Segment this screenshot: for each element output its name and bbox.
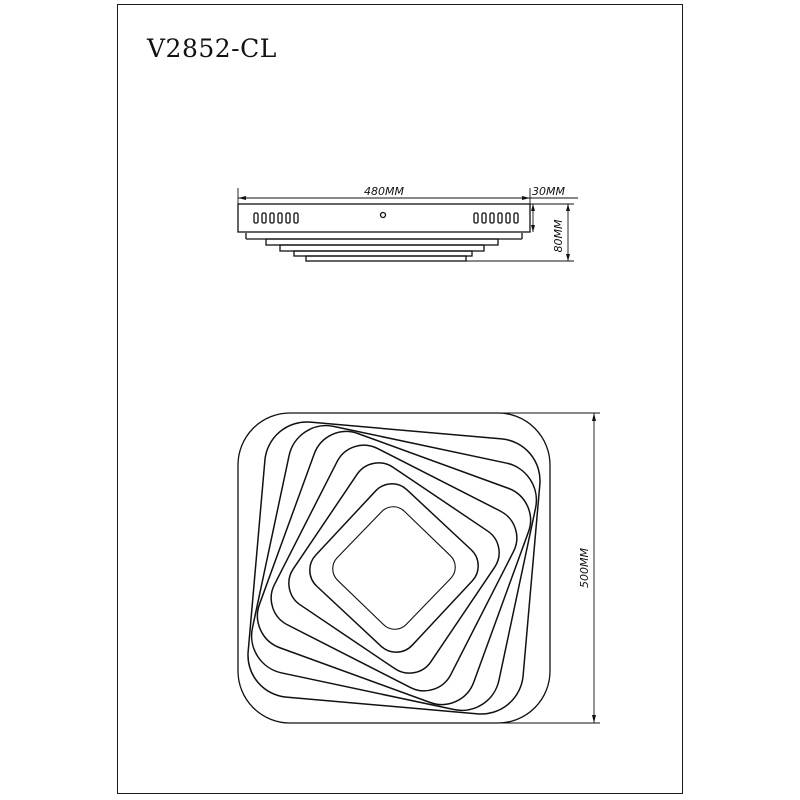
side-layer-3 — [293, 250, 473, 257]
vent-slot — [261, 212, 267, 224]
nested-square-ring — [247, 421, 541, 715]
nested-square-ring — [250, 424, 538, 712]
dim-label-width: 480MM — [364, 185, 404, 198]
top-nested-squares — [247, 421, 541, 715]
dim-label-height: 80MM — [552, 219, 565, 252]
nested-square-ring — [288, 462, 500, 674]
vent-slot — [473, 212, 479, 224]
vent-slot — [269, 212, 275, 224]
side-layer-2 — [279, 244, 485, 252]
model-title: V2852-CL — [147, 34, 277, 63]
dim-label-size: 500MM — [578, 548, 591, 588]
vent-slot — [481, 212, 487, 224]
side-vents-left — [253, 212, 299, 224]
nested-square-ring — [332, 506, 456, 630]
dim-arrow — [566, 254, 570, 261]
vent-slot — [497, 212, 503, 224]
side-vents-right — [473, 212, 519, 224]
dim-arrow — [531, 225, 535, 232]
dim-arrow — [592, 715, 596, 723]
side-layer-4 — [305, 255, 467, 262]
dim-arrow — [522, 196, 530, 200]
top-outer-frame — [237, 412, 551, 724]
dim-arrow — [531, 204, 535, 211]
dim-arrow — [238, 196, 246, 200]
side-mount-hole — [379, 211, 387, 219]
nested-square-ring — [256, 430, 532, 706]
vent-slot — [505, 212, 511, 224]
nested-square-ring — [309, 483, 479, 653]
nested-square-ring — [270, 444, 518, 692]
dim-arrow — [592, 413, 596, 421]
side-layer-1 — [265, 238, 499, 246]
side-view — [237, 188, 578, 262]
vent-slot — [277, 212, 283, 224]
drawing-frame — [117, 4, 683, 794]
vent-slot — [513, 212, 519, 224]
dim-label-top: 30MM — [532, 185, 565, 198]
vent-slot — [253, 212, 259, 224]
vent-slot — [293, 212, 299, 224]
top-view — [237, 412, 600, 724]
dim-arrow — [566, 204, 570, 211]
vent-slot — [489, 212, 495, 224]
vent-slot — [285, 212, 291, 224]
side-base-plate — [237, 203, 531, 233]
